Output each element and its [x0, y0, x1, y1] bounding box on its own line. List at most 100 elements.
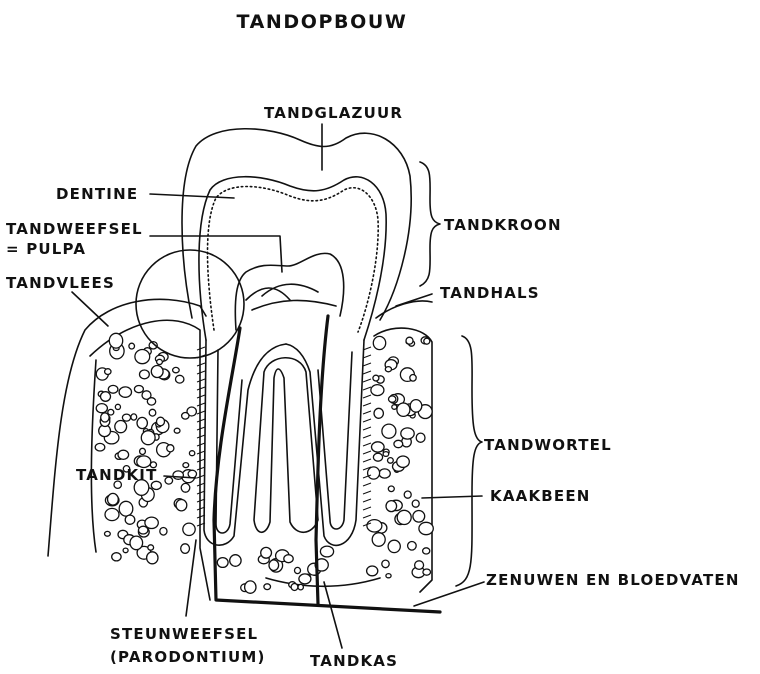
ligament-stroke: [197, 443, 205, 446]
bone-cell: [424, 338, 430, 344]
label-steunweefsel-1: STEUNWEEFSEL: [110, 625, 258, 643]
bone-cell: [261, 547, 272, 558]
label-dentine: DENTINE: [56, 185, 138, 203]
bone-cell: [373, 375, 379, 381]
leader-kaakbeen: [422, 496, 482, 498]
bone-cell: [119, 387, 131, 397]
label-tandvlees: TANDVLEES: [6, 274, 115, 292]
bone-cell: [131, 414, 137, 420]
bone-cell: [145, 517, 158, 528]
bone-cell: [123, 548, 128, 553]
bone-cell: [373, 453, 382, 461]
dentine-outline: [199, 177, 386, 340]
bone-cell: [95, 443, 105, 451]
label-tandkit: TANDKIT: [76, 466, 158, 484]
bone-cell: [295, 567, 301, 573]
bone-cell: [101, 392, 111, 402]
bone-cell: [105, 531, 111, 536]
ligament-stroke: [197, 363, 205, 366]
ligament-stroke: [197, 435, 205, 438]
ligament-stroke: [363, 499, 371, 502]
bone-cell: [167, 445, 174, 452]
bone-cell: [404, 491, 411, 498]
ligament-stroke: [197, 419, 205, 422]
bone-cell: [367, 520, 382, 532]
bone-cell: [412, 500, 419, 507]
label-tandweefsel-2: = PULPA: [6, 240, 86, 258]
bone-bottom-arc: [266, 578, 380, 586]
ligament-stroke: [363, 483, 371, 486]
bone-cell: [181, 544, 190, 554]
bone-cell: [148, 545, 154, 550]
bone-cell: [157, 417, 165, 426]
bone-cell: [419, 522, 433, 534]
label-tandwortel: TANDWORTEL: [484, 436, 612, 454]
ligament-stroke: [363, 371, 371, 374]
leader-dentine: [150, 194, 234, 198]
ligament-stroke: [197, 403, 205, 406]
ligament-stroke: [363, 507, 371, 510]
bone-cell: [372, 533, 385, 547]
bone-cell: [388, 458, 394, 464]
bone-cell: [182, 413, 189, 420]
ligament-stroke: [197, 459, 205, 462]
bone-cell: [176, 500, 187, 511]
ligament-stroke: [363, 443, 371, 446]
ligament-stroke: [363, 435, 371, 438]
bone-cell: [394, 440, 403, 447]
bone-cell: [140, 448, 146, 454]
bone-cell: [389, 396, 396, 402]
bone-cell: [392, 405, 397, 410]
bone-cell: [388, 540, 400, 552]
bone-cell: [397, 456, 410, 467]
bone-cell: [147, 552, 158, 564]
bone-cell: [368, 467, 380, 479]
label-kaakbeen: KAAKBEEN: [490, 487, 591, 505]
bone-cell: [108, 409, 114, 415]
bone-cell: [176, 375, 184, 383]
bone-cell: [291, 584, 298, 591]
bone-cell: [105, 508, 119, 520]
pulp-nerve-lines: [246, 284, 336, 310]
bone-cell: [165, 477, 173, 484]
ligament-stroke: [363, 387, 371, 390]
bone-cell: [397, 510, 411, 524]
ligament-stroke: [197, 347, 205, 350]
bone-cell: [140, 370, 150, 379]
label-zenuwen: ZENUWEN EN BLOEDVATEN: [486, 571, 740, 589]
ligament-stroke: [363, 427, 371, 430]
bone-cell: [129, 343, 135, 349]
label-tandglazuur: TANDGLAZUUR: [264, 104, 403, 122]
bone-cell: [125, 515, 135, 524]
bone-cell: [416, 433, 425, 442]
bone-cell: [383, 452, 389, 457]
bone-cell: [141, 431, 155, 445]
bone-cell: [130, 536, 143, 550]
bone-cell: [397, 403, 410, 416]
bone-cell: [173, 471, 183, 479]
bone-cell: [134, 386, 143, 393]
tandkroon-bracket: [420, 162, 440, 286]
bone-cell: [410, 375, 416, 382]
bone-cell: [299, 574, 311, 584]
enamel-outline: [182, 129, 411, 320]
bone-cell: [105, 369, 111, 375]
bone-cell: [386, 574, 391, 578]
ligament-stroke: [363, 491, 371, 494]
bone-cell: [385, 367, 391, 372]
bone-cell: [115, 404, 120, 409]
bone-cell: [183, 463, 189, 468]
ligament-stroke: [197, 395, 205, 398]
label-tandkas: TANDKAS: [310, 652, 398, 670]
bone-cell: [410, 400, 422, 413]
tandwortel-bracket: [456, 336, 482, 586]
bone-cell: [118, 450, 129, 459]
label-steunweefsel-2: (PARODONTIUM): [110, 648, 266, 666]
bone-cell: [173, 367, 180, 372]
ligament-stroke: [363, 363, 371, 366]
label-tandhals: TANDHALS: [440, 284, 540, 302]
bone-cell: [423, 569, 431, 575]
bone-cell: [264, 584, 271, 590]
bone-cell: [372, 442, 385, 452]
bone-cell: [174, 428, 180, 433]
